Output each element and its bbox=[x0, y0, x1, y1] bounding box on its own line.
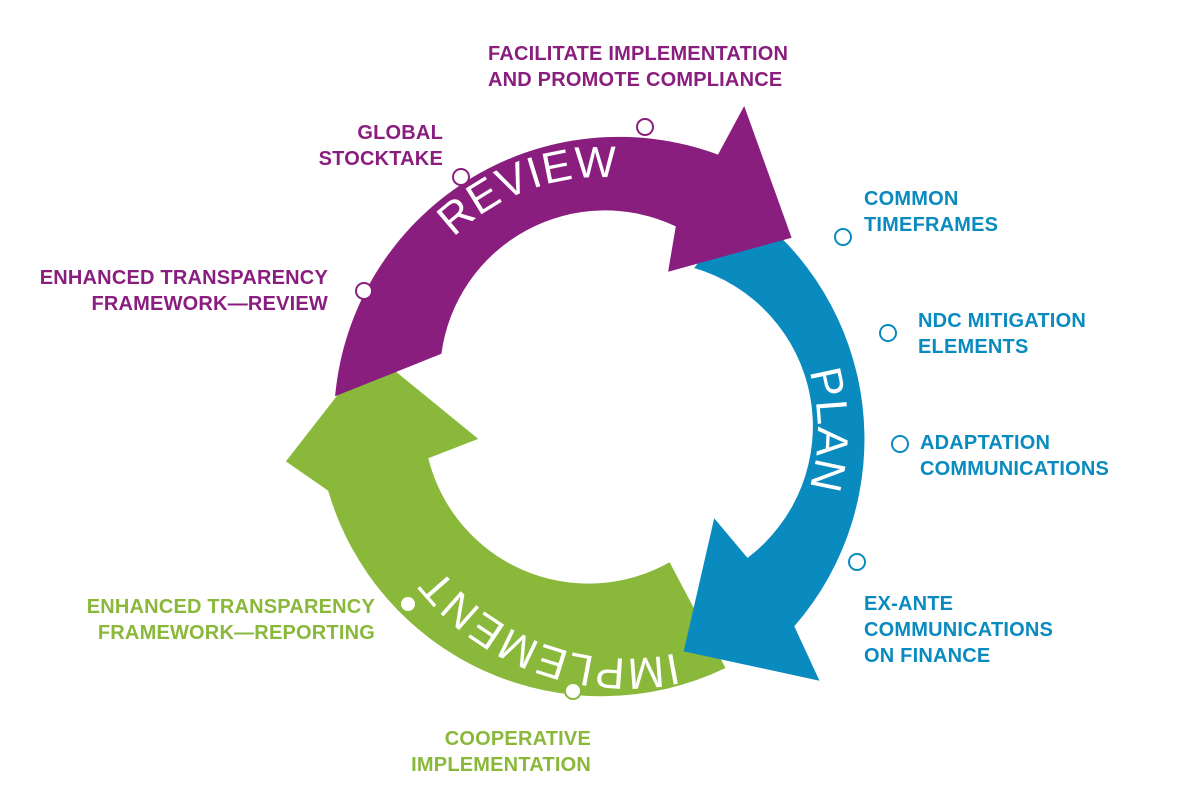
label-adaptation: ADAPTATION COMMUNICATIONS bbox=[920, 432, 1110, 480]
plan-arrow bbox=[683, 205, 865, 681]
label-etf-reporting: ENHANCED TRANSPARENCY FRAMEWORK—REPORTIN… bbox=[86, 596, 375, 644]
marker-exante bbox=[848, 553, 866, 571]
label-etf-review: ENHANCED TRANSPARENCY FRAMEWORK—REVIEW bbox=[39, 267, 328, 315]
marker-stocktake bbox=[452, 168, 470, 186]
label-timeframes: COMMON TIMEFRAMES bbox=[864, 188, 999, 236]
implement-arrow bbox=[285, 351, 726, 697]
marker-cooperative bbox=[564, 682, 582, 700]
marker-timeframes bbox=[834, 228, 852, 246]
label-cooperative: COOPERATIVE IMPLEMENTATION bbox=[411, 728, 591, 776]
review-arrow bbox=[335, 106, 792, 397]
label-stocktake: GLOBAL STOCKTAKE bbox=[318, 122, 443, 170]
marker-ndc bbox=[879, 324, 897, 342]
plan-stage-label: PLAN bbox=[800, 363, 857, 497]
label-exante: EX-ANTE COMMUNICATIONS ON FINANCE bbox=[864, 593, 1054, 667]
marker-facilitate bbox=[636, 118, 654, 136]
marker-etf-review bbox=[355, 282, 373, 300]
label-facilitate: FACILITATE IMPLEMENTATION AND PROMOTE CO… bbox=[488, 43, 789, 91]
marker-etf-reporting bbox=[399, 595, 417, 613]
label-ndc: NDC MITIGATION ELEMENTS bbox=[918, 310, 1086, 358]
marker-adaptation bbox=[891, 435, 909, 453]
